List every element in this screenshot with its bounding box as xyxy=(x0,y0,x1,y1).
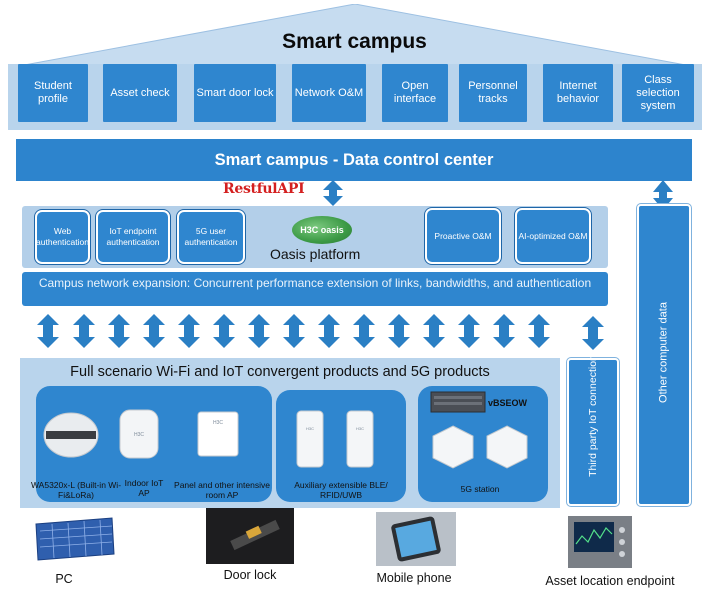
product-label-5g-station: 5G station xyxy=(460,484,500,494)
mobile-phone-image xyxy=(376,512,456,566)
app-class-selection-system: Class selection system xyxy=(622,64,694,122)
panel-ap-image: H3C xyxy=(197,411,239,457)
svg-text:H3C: H3C xyxy=(356,426,364,431)
app-open-interface: Open interface xyxy=(382,64,448,122)
data-control-center: Smart campus - Data control center xyxy=(16,139,692,181)
roof-shape xyxy=(8,4,702,68)
third-party-iot-label: Third party IoT connection xyxy=(587,355,599,477)
device-label-mobile-phone: Mobile phone xyxy=(376,571,452,585)
module-5g-user-authentication: 5G user authentication xyxy=(177,210,245,264)
5g-ap-2-image xyxy=(486,425,528,469)
products-title: Full scenario Wi-Fi and IoT convergent p… xyxy=(70,364,490,380)
oasis-logo: H3C oasis xyxy=(292,216,352,244)
app-network-om: Network O&M xyxy=(292,64,366,122)
product-label-ble: Auxiliary extensible BLE/ RFID/UWB xyxy=(294,480,388,500)
app-personnel-tracks: Personnel tracks xyxy=(459,64,527,122)
third-party-iot-column: Third party IoT connection xyxy=(567,355,619,506)
product-label-indoor-iot-ap: Indoor IoT AP xyxy=(124,478,164,498)
5g-station-brand: vBSEOW xyxy=(488,398,528,408)
module-iot-endpoint-authentication: IoT endpoint authentication xyxy=(96,210,170,264)
module-ai-optimized-om: AI-optimized O&M xyxy=(515,208,591,264)
ble-device-2-image: H3C xyxy=(346,410,374,468)
wa5320-ap-image xyxy=(43,412,99,458)
device-label-asset-location-endpoint: Asset location endpoint xyxy=(545,574,675,588)
app-internet-behavior: Internet behavior xyxy=(543,64,613,122)
svg-text:H3C: H3C xyxy=(213,420,223,426)
ble-device-1-image: H3C xyxy=(296,410,324,468)
api-arrow xyxy=(323,180,343,206)
door-lock-image xyxy=(206,508,294,564)
other-data-arrow xyxy=(653,180,673,210)
svg-text:H3C: H3C xyxy=(134,432,144,438)
product-label-panel-ap: Panel and other intensive room AP xyxy=(174,480,270,500)
svg-text:H3C: H3C xyxy=(306,426,314,431)
other-computer-data-column: Other computer data xyxy=(637,204,691,506)
asset-location-endpoint-image xyxy=(568,516,632,568)
5g-station-server-image xyxy=(430,391,486,413)
module-web-authentication: Web authentication xyxy=(35,210,90,264)
other-computer-data-label: Other computer data xyxy=(657,302,670,403)
indoor-iot-ap-image: H3C xyxy=(119,409,159,459)
app-student-profile: Student profile xyxy=(18,64,88,122)
product-label-wa5320: WA5320x-L (Built-in Wi-Fi&LoRa) xyxy=(30,480,122,500)
pc-keyboard-image xyxy=(35,517,115,561)
device-label-pc: PC xyxy=(55,572,73,586)
module-proactive-om: Proactive O&M xyxy=(425,208,501,264)
device-label-door-lock: Door lock xyxy=(223,568,277,582)
restful-api-label: RestfulAPI xyxy=(223,181,305,197)
arrow-row xyxy=(37,314,604,350)
diagram-title: Smart campus xyxy=(282,30,427,53)
app-asset-check: Asset check xyxy=(103,64,177,122)
oasis-platform-label: Oasis platform xyxy=(270,246,361,262)
5g-ap-1-image xyxy=(432,425,474,469)
campus-network-expansion: Campus network expansion: Concurrent per… xyxy=(22,272,608,306)
app-smart-door-lock: Smart door lock xyxy=(194,64,276,122)
